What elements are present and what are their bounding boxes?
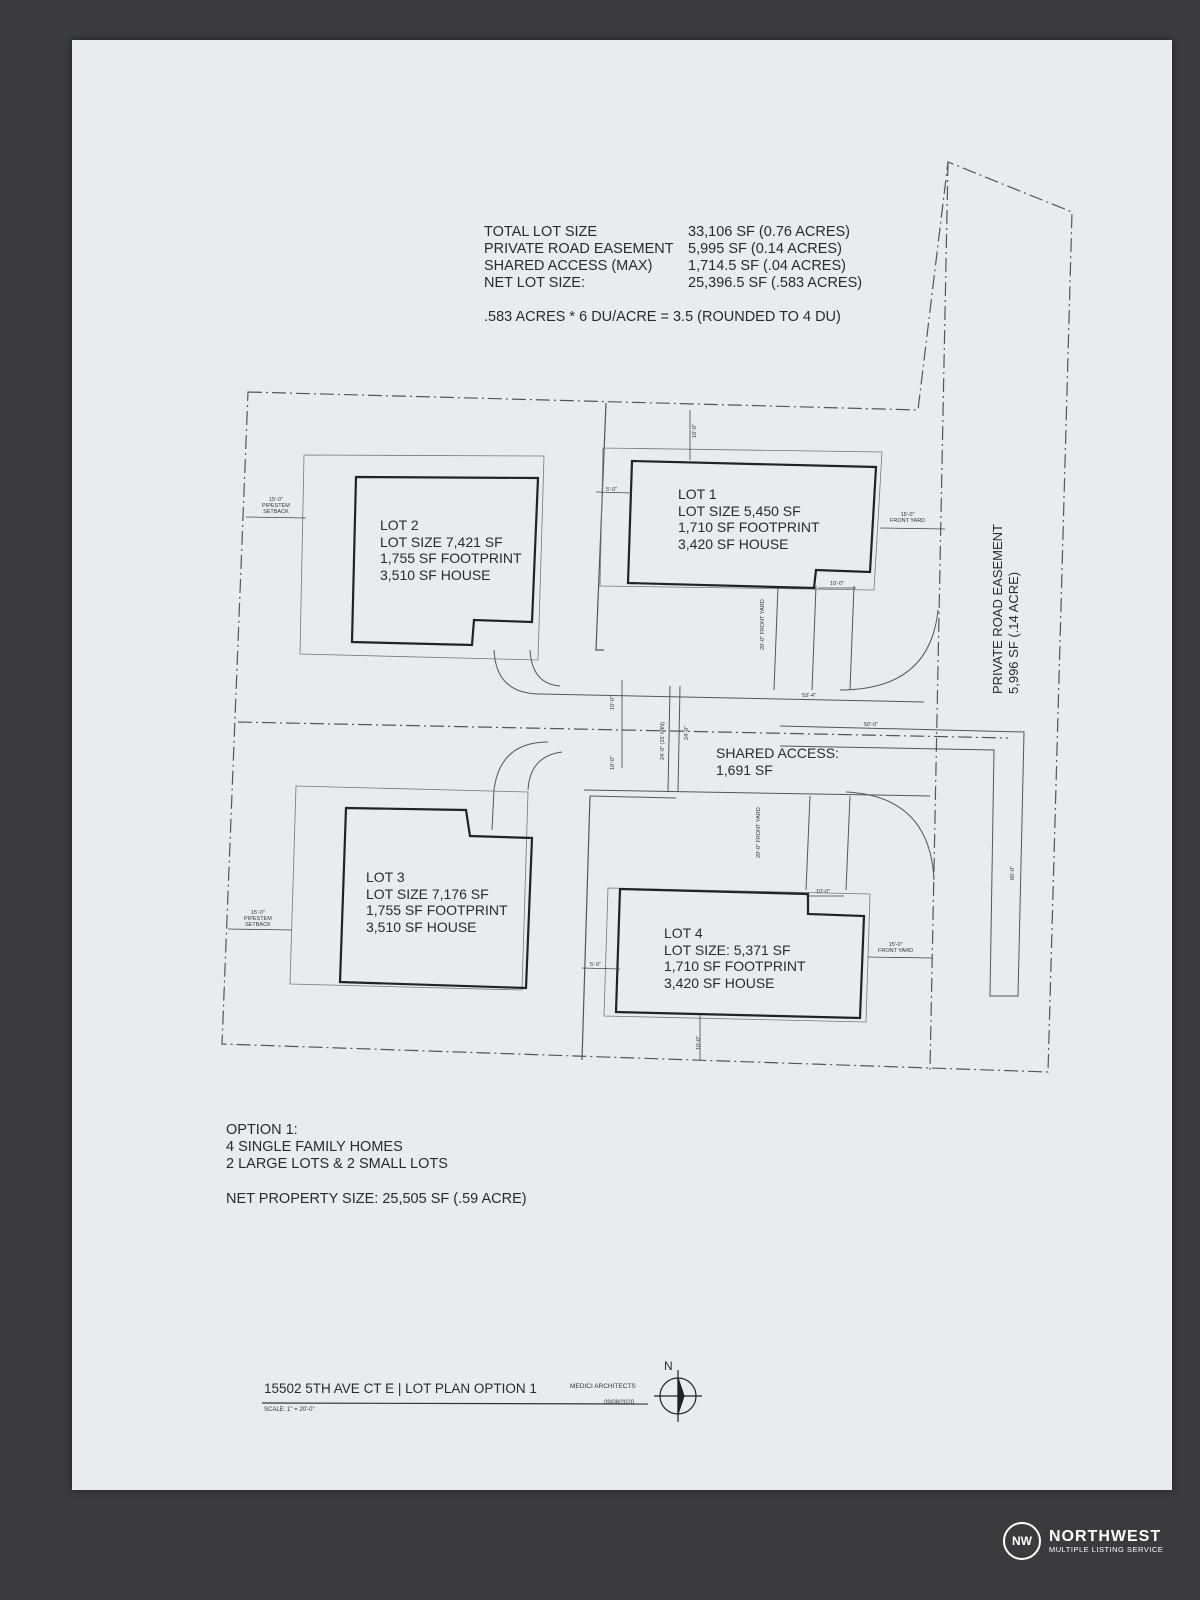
dim-10ft-access-bottom: 10'-0": [610, 755, 616, 770]
dim-10ft-lot-4: 10'-0": [816, 889, 831, 895]
title-block-date: 09/08/2020: [604, 1400, 635, 1406]
lot-line: [595, 402, 607, 651]
summary-value-shared: 1,714.5 SF (.04 ACRES): [688, 258, 846, 274]
driveway: [491, 741, 549, 831]
shared-access-edge: [677, 685, 681, 793]
front-yard-20-lot-1: 20'-0" FRONT YARD: [760, 599, 766, 650]
north-arrow-icon: [654, 1370, 702, 1422]
title-block-scale: SCALE: 1" = 20'-0": [264, 1407, 315, 1413]
net-property-size: NET PROPERTY SIZE: 25,505 SF (.59 ACRE): [226, 1191, 527, 1207]
lot-line: [581, 795, 591, 1061]
footprint-lot-4: [614, 887, 866, 1020]
driveway-edge: [773, 585, 779, 691]
easement-road: [779, 725, 1025, 997]
driveway: [583, 789, 931, 797]
front-yard-20-lot-4: 20'-0" FRONT YARD: [756, 807, 762, 858]
easement-line: [929, 161, 949, 1071]
driveway-edge: [849, 585, 855, 691]
shared-access-label: SHARED ACCESS:1,691 SF: [716, 745, 839, 778]
summary-label-net: NET LOT SIZE:: [484, 275, 585, 291]
setback-line: [289, 785, 529, 991]
road-curve: [839, 609, 939, 691]
setback-line: [599, 447, 883, 591]
center-line: [237, 721, 1009, 739]
dim-10ft-lot-1: 10'-0": [830, 581, 845, 587]
setback-line: [603, 887, 871, 1023]
driveway: [493, 649, 925, 703]
driveway-edge: [811, 585, 817, 691]
front-yard-lot-4: 15'-0"FRONT YARD: [878, 942, 914, 954]
footprint-lot-1: [626, 459, 878, 590]
watermark-sub: MULTIPLE LISTING SERVICE: [1049, 1545, 1164, 1554]
watermark-name: NORTHWEST: [1049, 1528, 1162, 1545]
dim-10ft-access-top: 10'-0": [610, 695, 616, 710]
dim-24ft: 24'-0": [684, 725, 690, 740]
summary-value-easement: 5,995 SF (0.14 ACRES): [688, 241, 842, 257]
dim-5ft-lot-4: 5'-0": [590, 962, 601, 968]
summary-label-easement: PRIVATE ROAD EASEMENT: [484, 241, 674, 257]
nwmls-logo-icon: NW: [1003, 1522, 1041, 1560]
dim-60ft: 60'-0": [1010, 865, 1016, 880]
front-yard-lot-1: 15'-0"FRONT YARD: [890, 512, 926, 524]
summary-value-total: 33,106 SF (0.76 ACRES): [688, 224, 850, 240]
driveway: [527, 751, 563, 791]
dim-10ft-bottom: 10'-0": [696, 1035, 702, 1050]
north-label: N: [664, 1359, 673, 1373]
footprint-lot-2: [350, 475, 540, 647]
summary-label-total: TOTAL LOT SIZE: [484, 224, 598, 240]
driveway-edge: [805, 795, 811, 891]
dim-10ft-top: 10'-0": [692, 423, 698, 438]
road-curve: [845, 791, 935, 881]
nwmls-watermark: NW NORTHWEST MULTIPLE LISTING SERVICE: [1003, 1522, 1163, 1560]
driveway-edge: [845, 795, 851, 891]
setback-line: [299, 454, 545, 661]
density-calculation: .583 ACRES * 6 DU/ACRE = 3.5 (ROUNDED TO…: [484, 309, 841, 325]
summary-label-shared: SHARED ACCESS (MAX): [484, 258, 653, 274]
property-boundary: [221, 161, 1073, 1073]
summary-value-net: 25,396.5 SF (.583 ACRES): [688, 275, 863, 291]
shared-access-edge: [667, 685, 671, 793]
footprint-lot-3: [338, 806, 534, 990]
title-block-title: 15502 5TH AVE CT E | LOT PLAN OPTION 1: [264, 1381, 537, 1396]
dim-5ft-lot-1: 5'-0": [606, 487, 617, 493]
driveway: [589, 795, 677, 799]
driveway: [529, 649, 561, 687]
dim-50ft: 50'-0": [864, 722, 879, 728]
dim-24ft-min: 24'-0" (15' MIN): [660, 722, 666, 760]
title-block-firm: MEDICI ARCHITECTS: [570, 1383, 636, 1390]
dim-53ft: 53'-4": [802, 693, 817, 699]
